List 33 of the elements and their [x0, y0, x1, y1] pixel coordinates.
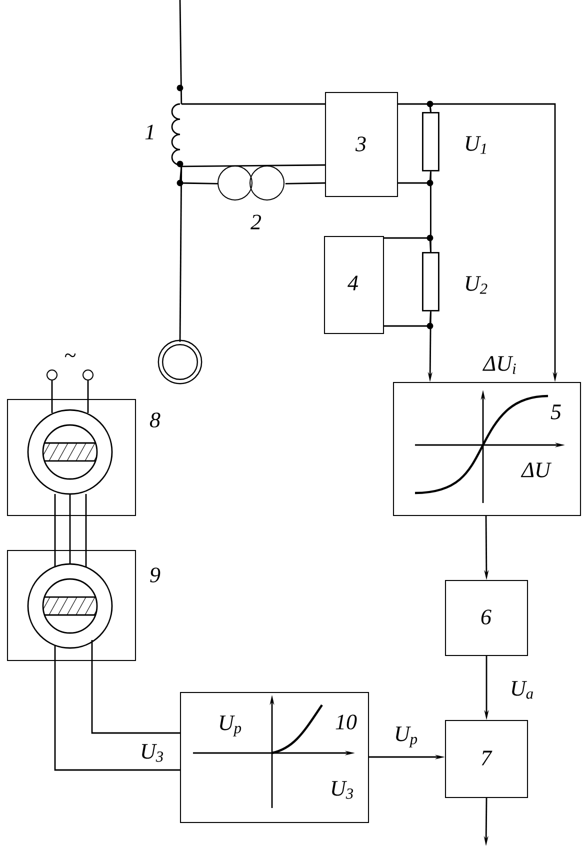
wire [54, 516, 56, 550]
edge-label: U$_{3}$ [138, 743, 166, 763]
wire [91, 661, 180, 734]
generator-symbol [158, 340, 202, 384]
wire [181, 103, 325, 105]
wire [87, 380, 89, 399]
node-label: 9 [150, 568, 160, 582]
wire [430, 171, 432, 252]
wire [398, 103, 432, 112]
wire [179, 0, 182, 104]
wire [384, 237, 432, 252]
node-label: 8 [150, 412, 160, 428]
block-box: U$_{p}$ 10 U$_{3}$ [180, 692, 369, 823]
wire [69, 516, 71, 550]
block-box: 3 [325, 92, 398, 197]
wire [85, 516, 87, 550]
block-box: 9 [7, 550, 160, 661]
block-box: 8 [7, 399, 160, 516]
wire [285, 182, 326, 184]
block-box: 5 ΔU [393, 382, 581, 516]
terminal-circle [82, 370, 94, 380]
tilde-sign: ~ [64, 353, 76, 358]
wire [179, 166, 182, 342]
block-box: 4 [324, 236, 384, 334]
edge-label: U$_{p}$ [392, 726, 420, 748]
wire [181, 164, 326, 168]
block-box: 6 [445, 580, 528, 656]
wire [54, 661, 180, 771]
block-box: 7 [445, 720, 528, 798]
signal-label: ΔU$_{i}$ [482, 356, 516, 374]
wire [51, 380, 53, 399]
edge-label: U$_{a}$ [508, 680, 536, 700]
terminal-circle [46, 370, 58, 380]
